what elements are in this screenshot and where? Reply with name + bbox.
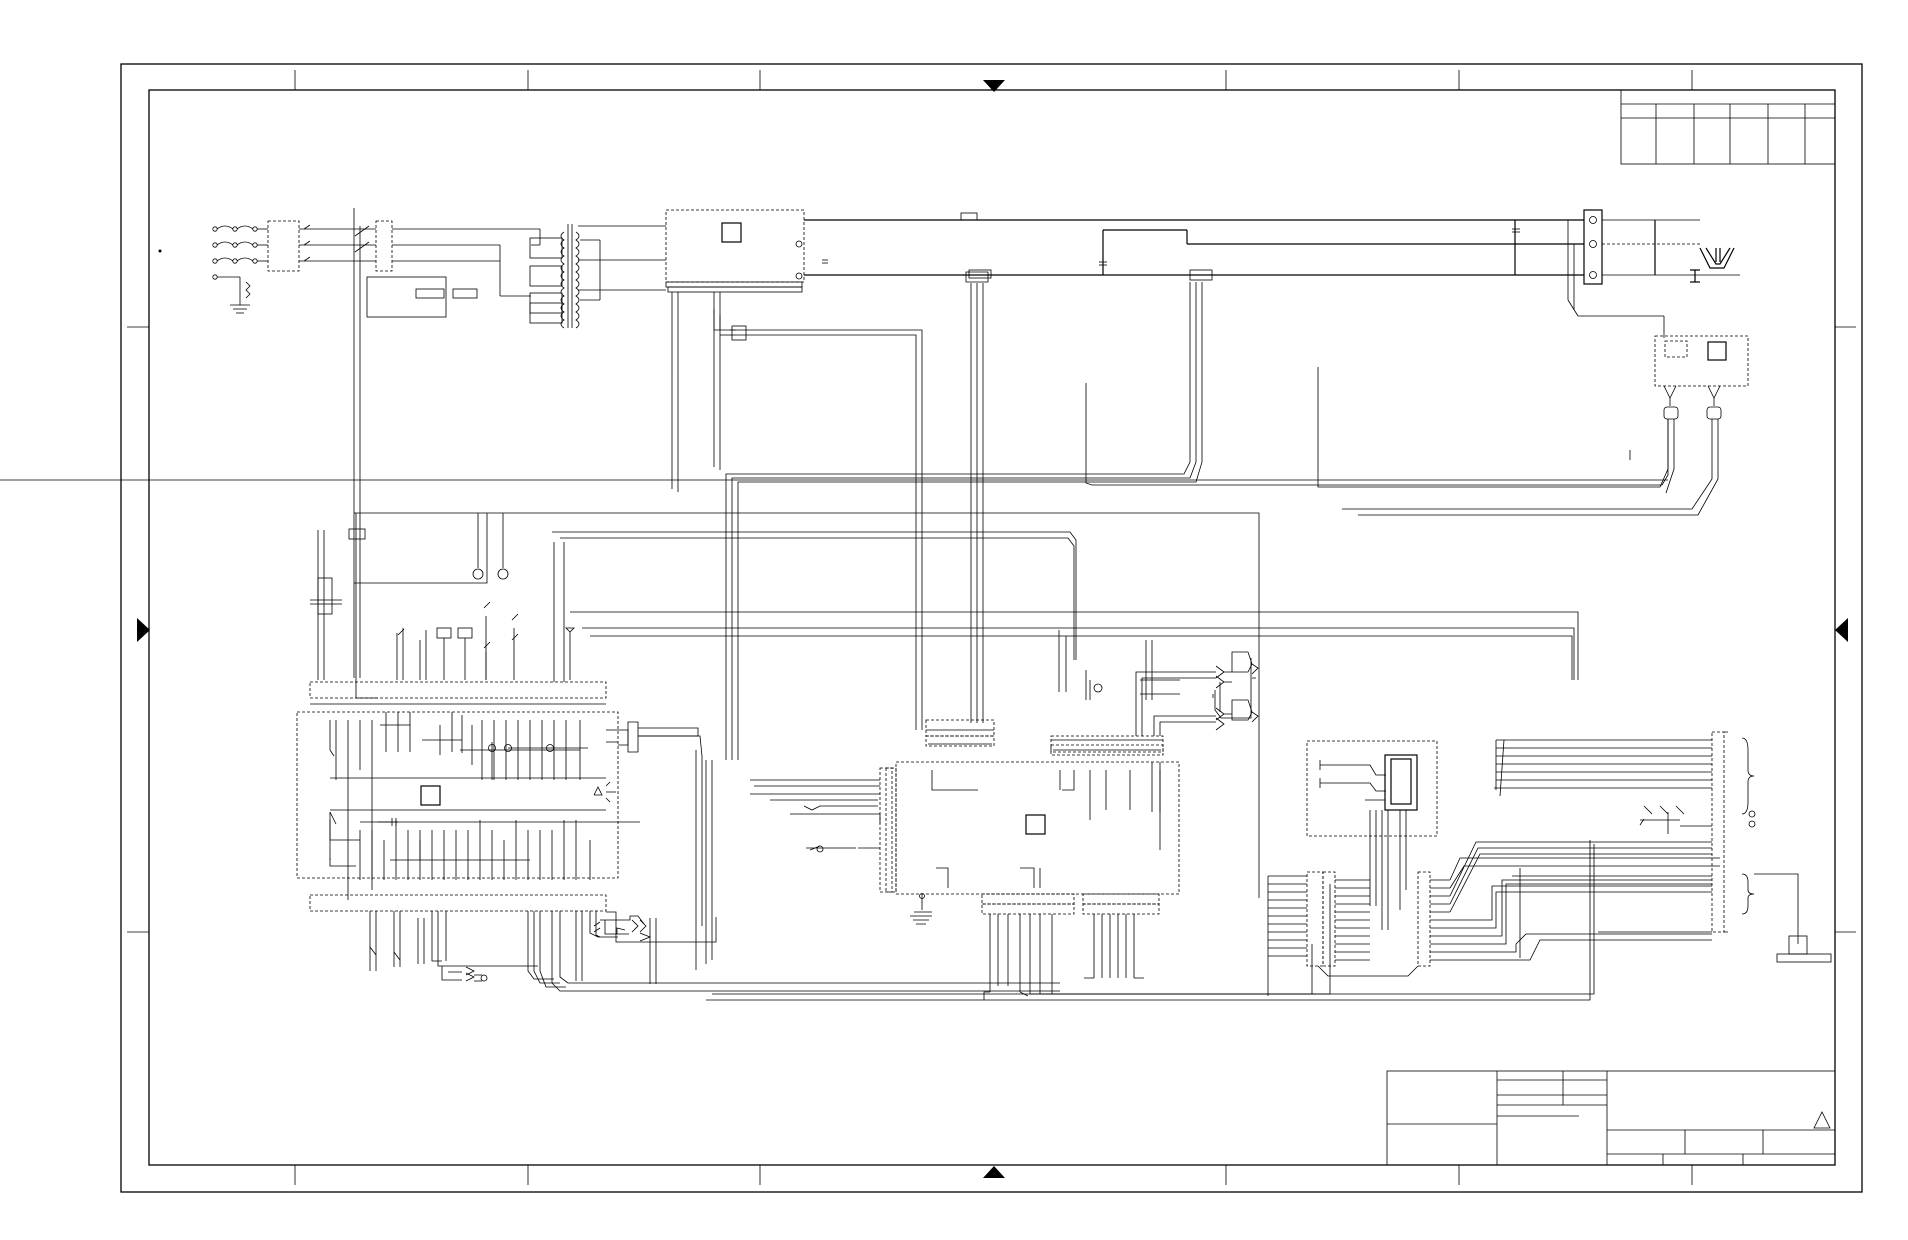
output-module <box>1306 740 1438 930</box>
zone-arrow-icon <box>983 1166 1005 1178</box>
zone-arrow-icon <box>137 618 150 642</box>
relay-components <box>396 601 1103 700</box>
input-section <box>158 220 666 329</box>
cable-harnesses <box>0 271 1668 760</box>
bracket-marks <box>1741 737 1832 963</box>
lower-left-wiring <box>369 750 1595 1001</box>
zone-arrow-icon <box>983 80 1005 92</box>
main-transformer <box>529 224 666 329</box>
drawing-frame <box>120 63 1863 1193</box>
torch-icon <box>1690 247 1735 283</box>
warning-triangle-icon <box>1813 1111 1831 1129</box>
ground-icon <box>230 304 250 314</box>
output-bus <box>804 219 1656 276</box>
zone-arrow-icon <box>1835 618 1848 642</box>
bus-components <box>822 212 1520 281</box>
input-filter-module <box>665 209 805 375</box>
right-connector-bus <box>1267 450 1728 996</box>
output-terminals <box>1567 209 1740 338</box>
revision-table <box>1620 89 1836 165</box>
signal-connectors <box>1135 651 1259 812</box>
interface-board <box>750 719 1331 1000</box>
main-control-board <box>296 681 703 926</box>
auxiliary-module <box>1317 335 1749 516</box>
title-block <box>1386 1070 1836 1166</box>
